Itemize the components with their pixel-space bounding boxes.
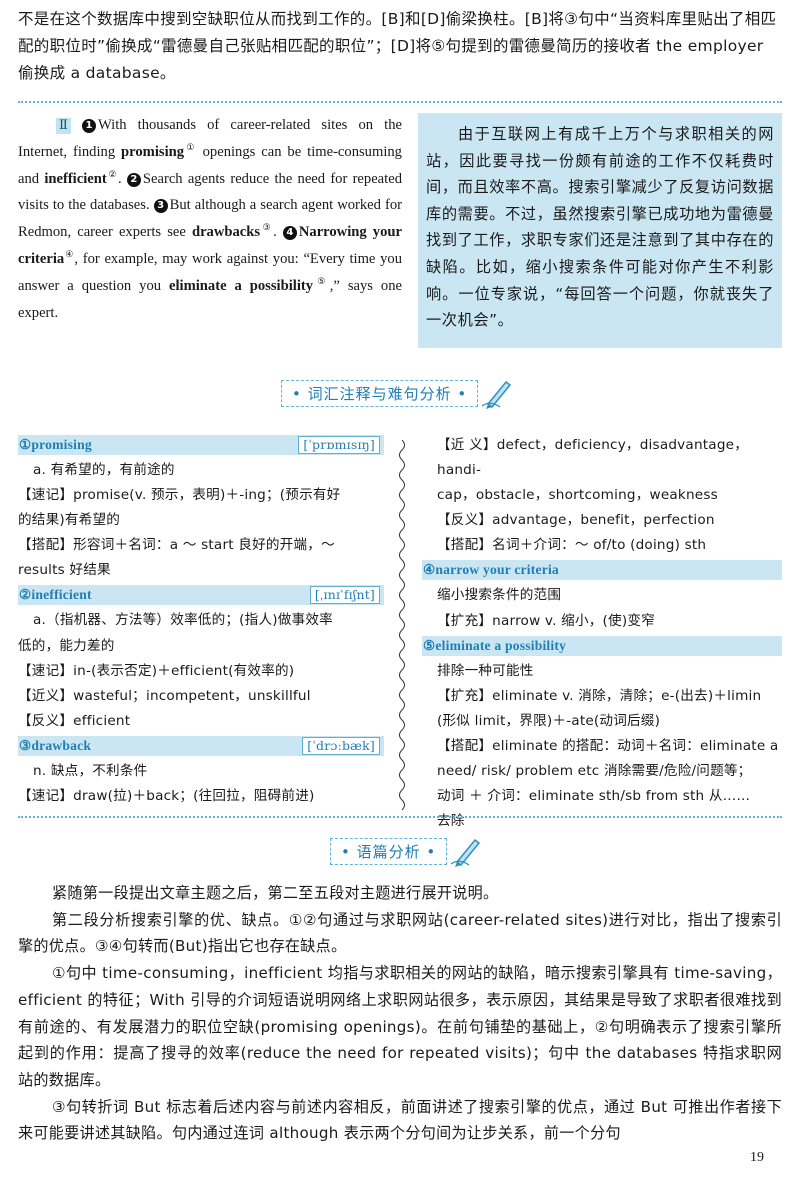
vocab-entry-header: ②inefficient [ˌɪnɪˈfɪʃnt]: [18, 585, 384, 606]
sentence-text: ,” says one expert.: [18, 277, 402, 321]
sentence-text: openings can be time-consuming and: [18, 143, 402, 187]
section-marker: Ⅱ: [56, 118, 71, 134]
vocab-line: 【速记】promise(v. 预示，表明)＋-ing；(预示有好: [18, 487, 341, 504]
note-marker: ②: [106, 168, 118, 179]
vocab-heading-label: • 词汇注释与难句分析 •: [281, 379, 479, 407]
vocab-entry-header: ①promising [ˈprɒmɪsɪŋ]: [18, 435, 384, 455]
vocab-line: 低的，能力差的: [18, 637, 115, 654]
page-number: 19: [750, 1150, 764, 1165]
keyword: Narrowing your criteria: [18, 224, 402, 267]
pen-icon: [450, 838, 481, 867]
keyword: eliminate a possibility: [169, 277, 314, 294]
vocab-line: 【扩充】eliminate v. 消除，清除；e-(出去)＋limin: [437, 687, 762, 704]
vocab-line: 【搭配】名词＋介词：～ of/to (doing) sth: [437, 537, 707, 554]
translation-text: 由于互联网上有成千上万个与求职相关的网站，因此要寻找一份颇有前途的工作不仅耗费时…: [426, 125, 774, 330]
sentence-number: 4: [282, 226, 297, 241]
intro-paragraph: 不是在这个数据库中搜到空缺职位从而找到工作的。[B]和[D]偷梁换柱。[B]将③…: [18, 10, 777, 82]
vocab-line: results 好结果: [18, 562, 111, 579]
vocab-line: 的结果)有希望的: [18, 512, 121, 529]
vocab-line: 去除: [437, 813, 465, 830]
vocab-line: a. 有希望的，有前途的: [33, 462, 175, 478]
translation-panel: 由于互联网上有成千上万个与求职相关的网站，因此要寻找一份颇有前途的工作不仅耗费时…: [418, 113, 782, 348]
vocab-line: 缩小搜索条件的范围: [437, 587, 562, 604]
vocab-line: 【反义】efficient: [18, 712, 131, 729]
note-marker: ④: [64, 249, 75, 260]
keyword: drawbacks: [191, 224, 261, 241]
vocab-headword: ①promising: [19, 437, 92, 452]
analysis-heading: • 语篇分析 •: [330, 834, 483, 868]
vocab-line: 排除一种可能性: [437, 662, 534, 679]
sentence-text: With thousands of career-related sites o…: [18, 117, 402, 160]
vocab-line: 【扩充】narrow v. 缩小，(使)变窄: [437, 612, 655, 629]
vocab-phonetic: [ˌɪnɪˈfɪʃnt]: [309, 586, 380, 605]
keyword: inefficient: [44, 170, 107, 187]
vocab-line: cap，obstacle，shortcoming，weakness: [437, 487, 718, 504]
divider: [18, 101, 782, 103]
vocab-line: 【搭配】形容词＋名词：a ～ start 良好的开端，～: [18, 537, 335, 554]
sentence-number: 2: [126, 172, 141, 187]
analysis-paragraph: 紧随第一段提出文章主题之后，第二至五段对主题进行展开说明。: [52, 884, 499, 902]
vocab-line: 动词 ＋ 介词：eliminate sth/sb from sth 从……: [437, 788, 751, 805]
divider: [18, 816, 782, 818]
vocab-line: 【速记】in-(表示否定)＋efficient(有效率的): [18, 662, 295, 679]
vocab-line: 【速记】draw(拉)＋back；(往回拉，阻碍前进): [18, 788, 315, 805]
analysis-body: 紧随第一段提出文章主题之后，第二至五段对主题进行展开说明。 第二段分析搜索引擎的…: [18, 880, 782, 1147]
pen-icon: [481, 380, 512, 409]
vocab-line: 【反义】advantage，benefit，perfection: [437, 512, 715, 529]
vocab-line: a.（指机器、方法等）效率低的；(指人)做事效率: [33, 612, 333, 629]
vocab-line: 【近义】wasteful；incompetent，unskillful: [18, 687, 311, 704]
analysis-paragraph: 第二段分析搜索引擎的优、缺点。①②句通过与求职网站(career-related…: [18, 910, 782, 956]
sentence-text: , for example, may work against you: “Ev…: [18, 250, 402, 294]
vocab-headword: ④narrow your criteria: [423, 562, 559, 578]
analysis-heading-label: • 语篇分析 •: [330, 837, 448, 865]
sentence-text: .: [273, 224, 277, 241]
analysis-paragraph: ①句中 time-consuming，inefficient 均指与求职相关的网…: [18, 964, 782, 1089]
note-marker: ⑤: [313, 275, 330, 286]
vocab-headword: ⑤eliminate a possibility: [423, 637, 567, 653]
sentence-number: 3: [153, 199, 168, 214]
keyword: promising: [121, 143, 185, 160]
vocab-line: need/ risk/ problem etc 消除需要/危险/问题等；: [437, 763, 752, 780]
vocab-line: 【近 义】defect，deficiency，disadvantage，hand…: [437, 437, 749, 479]
vocab-line: 【搭配】eliminate 的搭配：动词＋名词：eliminate a: [437, 737, 779, 754]
sentence-number: 1: [81, 119, 96, 133]
vocab-headword: ②inefficient: [19, 587, 92, 603]
analysis-paragraph: ③句转折词 But 标志着后述内容与前述内容相反，前面讲述了搜索引擎的优点，通过…: [18, 1097, 782, 1143]
sentence-text: Search agents reduce the need for repeat…: [18, 170, 402, 214]
sentence-text: But although a search agent worked for R…: [18, 197, 402, 241]
vocab-heading: • 词汇注释与难句分析 •: [281, 376, 514, 410]
vocab-right-column: 【近 义】defect，deficiency，disadvantage，hand…: [422, 433, 782, 834]
sentence-text: .: [117, 170, 122, 187]
vocab-phonetic: [ˈprɒmɪsɪŋ]: [298, 436, 380, 454]
vocab-entry-header: ⑤eliminate a possibility: [422, 635, 782, 656]
vocab-line: (形似 limit，界限)＋-ate(动词后缀): [437, 712, 661, 729]
vocab-left-column: ①promising [ˈprɒmɪsɪŋ] a. 有希望的，有前途的 【速记】…: [18, 433, 384, 809]
vocab-entry-header: ③drawback [ˈdrɔːbæk]: [18, 735, 384, 756]
column-divider: [399, 440, 405, 810]
note-marker: ③: [260, 222, 274, 233]
note-marker: ①: [184, 141, 197, 152]
vocab-phonetic: [ˈdrɔːbæk]: [302, 736, 380, 755]
vocab-entry-header: ④narrow your criteria: [422, 560, 782, 581]
vocab-line: n. 缺点，不利条件: [33, 762, 148, 779]
vocab-headword: ③drawback: [19, 737, 92, 753]
